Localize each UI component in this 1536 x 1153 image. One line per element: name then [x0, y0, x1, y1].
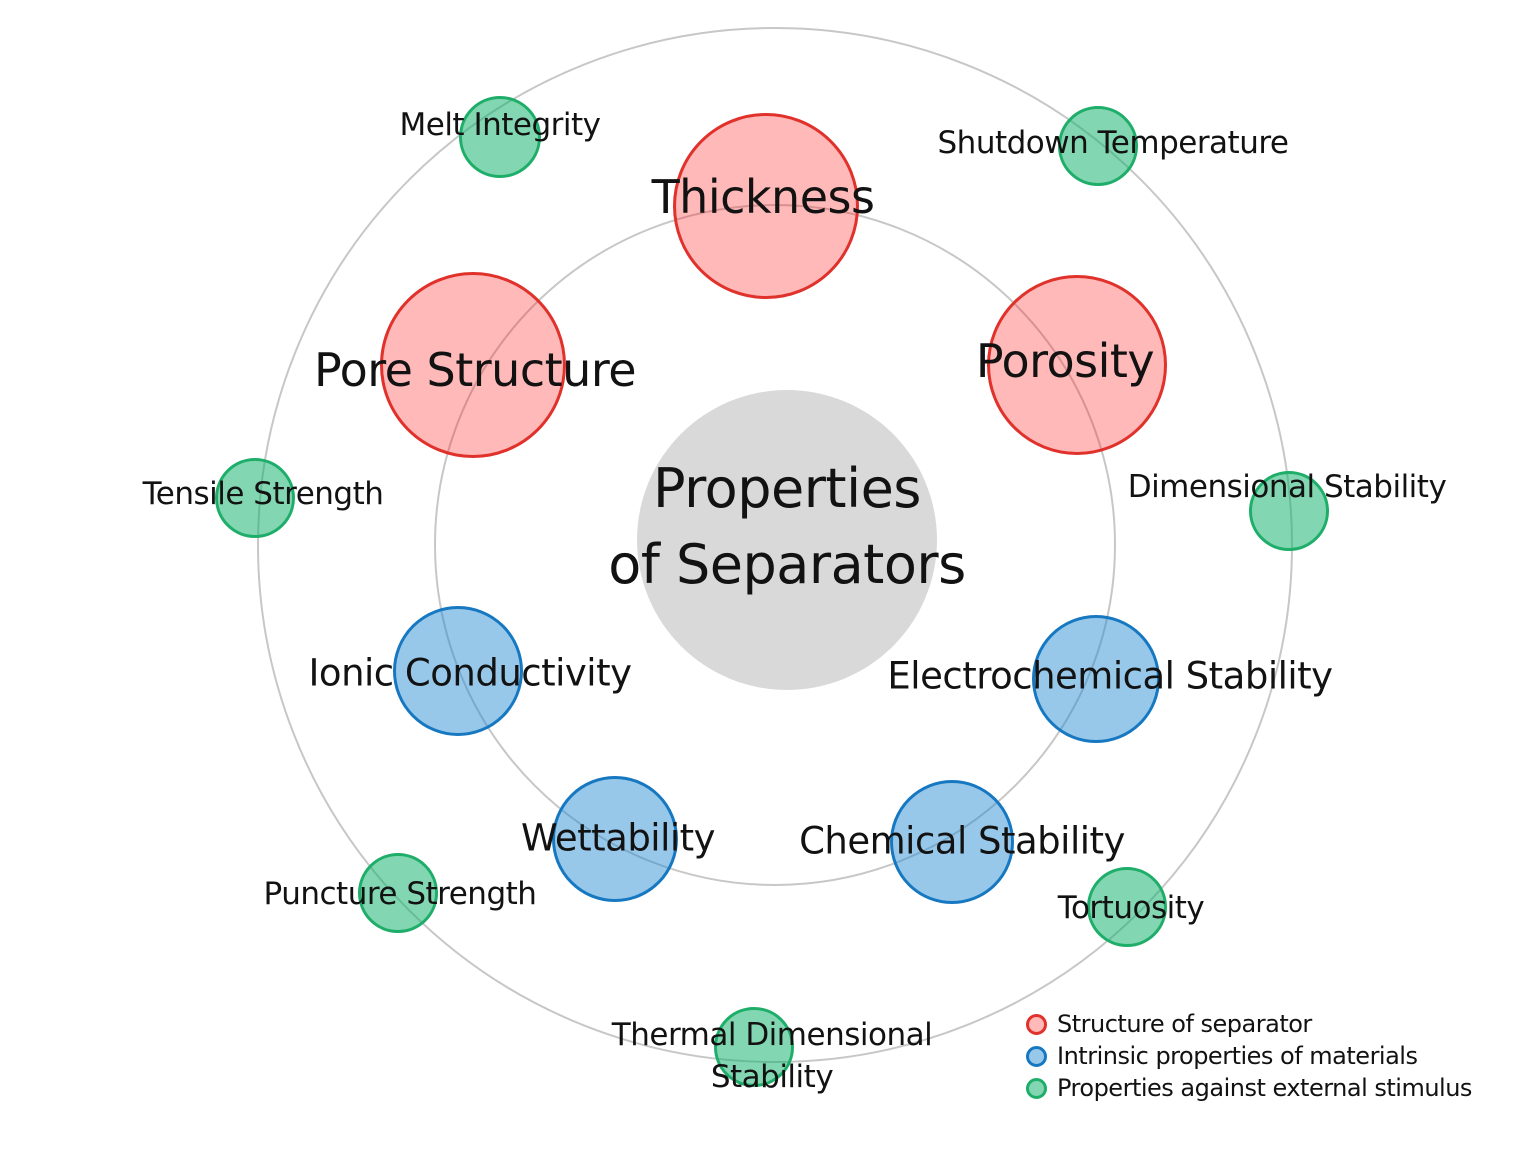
center-title-line2: of Separators: [608, 533, 966, 596]
node-ionic-conductivity-label: Ionic Conductivity: [308, 651, 632, 695]
node-puncture-strength-label: Puncture Strength: [263, 876, 537, 912]
legend-intrinsic-label: Intrinsic properties of materials: [1057, 1042, 1418, 1070]
node-wettability-bubble: [552, 776, 678, 902]
node-pore-structure-label: Pore Structure: [313, 343, 637, 397]
center-title: Properties of Separators: [608, 451, 966, 603]
node-melt-integrity-bubble: [459, 96, 541, 178]
node-thickness-label: Thickness: [651, 170, 875, 224]
node-tortuosity-bubble: [1087, 867, 1167, 947]
node-dimensional-stability-bubble: [1249, 471, 1329, 551]
legend-row-structure: Structure of separator: [1026, 1008, 1472, 1040]
node-tortuosity-label: Tortuosity: [1057, 890, 1205, 926]
center-circle: [637, 390, 937, 690]
node-chemical-stability-label: Chemical Stability: [799, 819, 1125, 863]
node-porosity-bubble: [987, 275, 1167, 455]
legend-row-intrinsic: Intrinsic properties of materials: [1026, 1040, 1472, 1072]
node-wettability-label: Wettability: [520, 816, 716, 860]
node-tensile-strength-label: Tensile Strength: [142, 476, 384, 512]
node-ionic-conductivity-bubble: [393, 606, 523, 736]
node-melt-integrity-label: Melt Integrity: [399, 107, 602, 143]
legend-structure-label: Structure of separator: [1057, 1010, 1312, 1038]
thermal-label-line2: Stability: [710, 1059, 834, 1095]
node-chemical-stability-bubble: [890, 780, 1014, 904]
thermal-label-line1: Thermal Dimensional: [611, 1017, 933, 1053]
node-pore-structure-bubble: [380, 272, 566, 458]
legend: Structure of separator Intrinsic propert…: [1026, 1008, 1472, 1104]
node-dimensional-stability-label: Dimensional Stability: [1127, 469, 1447, 505]
center-title-line1: Properties: [653, 457, 921, 520]
node-electrochemical-stability-label: Electrochemical Stability: [887, 654, 1333, 698]
node-shutdown-temperature-label: Shutdown Temperature: [937, 125, 1290, 161]
node-electrochemical-stability-bubble: [1032, 615, 1160, 743]
legend-row-external: Properties against external stimulus: [1026, 1072, 1472, 1104]
node-tensile-strength-bubble: [215, 458, 295, 538]
node-puncture-strength-bubble: [358, 853, 438, 933]
node-thermal-dimensional-stability-bubble: [714, 1007, 794, 1087]
legend-external-label: Properties against external stimulus: [1057, 1074, 1472, 1102]
legend-external-icon: [1026, 1077, 1047, 1099]
node-shutdown-temperature-bubble: [1058, 106, 1138, 186]
legend-intrinsic-icon: [1026, 1045, 1047, 1067]
legend-structure-icon: [1026, 1013, 1047, 1035]
node-porosity-label: Porosity: [975, 334, 1155, 388]
node-thickness-bubble: [673, 113, 859, 299]
node-thermal-dimensional-stability-label: Thermal Dimensional Stability: [611, 1014, 933, 1098]
